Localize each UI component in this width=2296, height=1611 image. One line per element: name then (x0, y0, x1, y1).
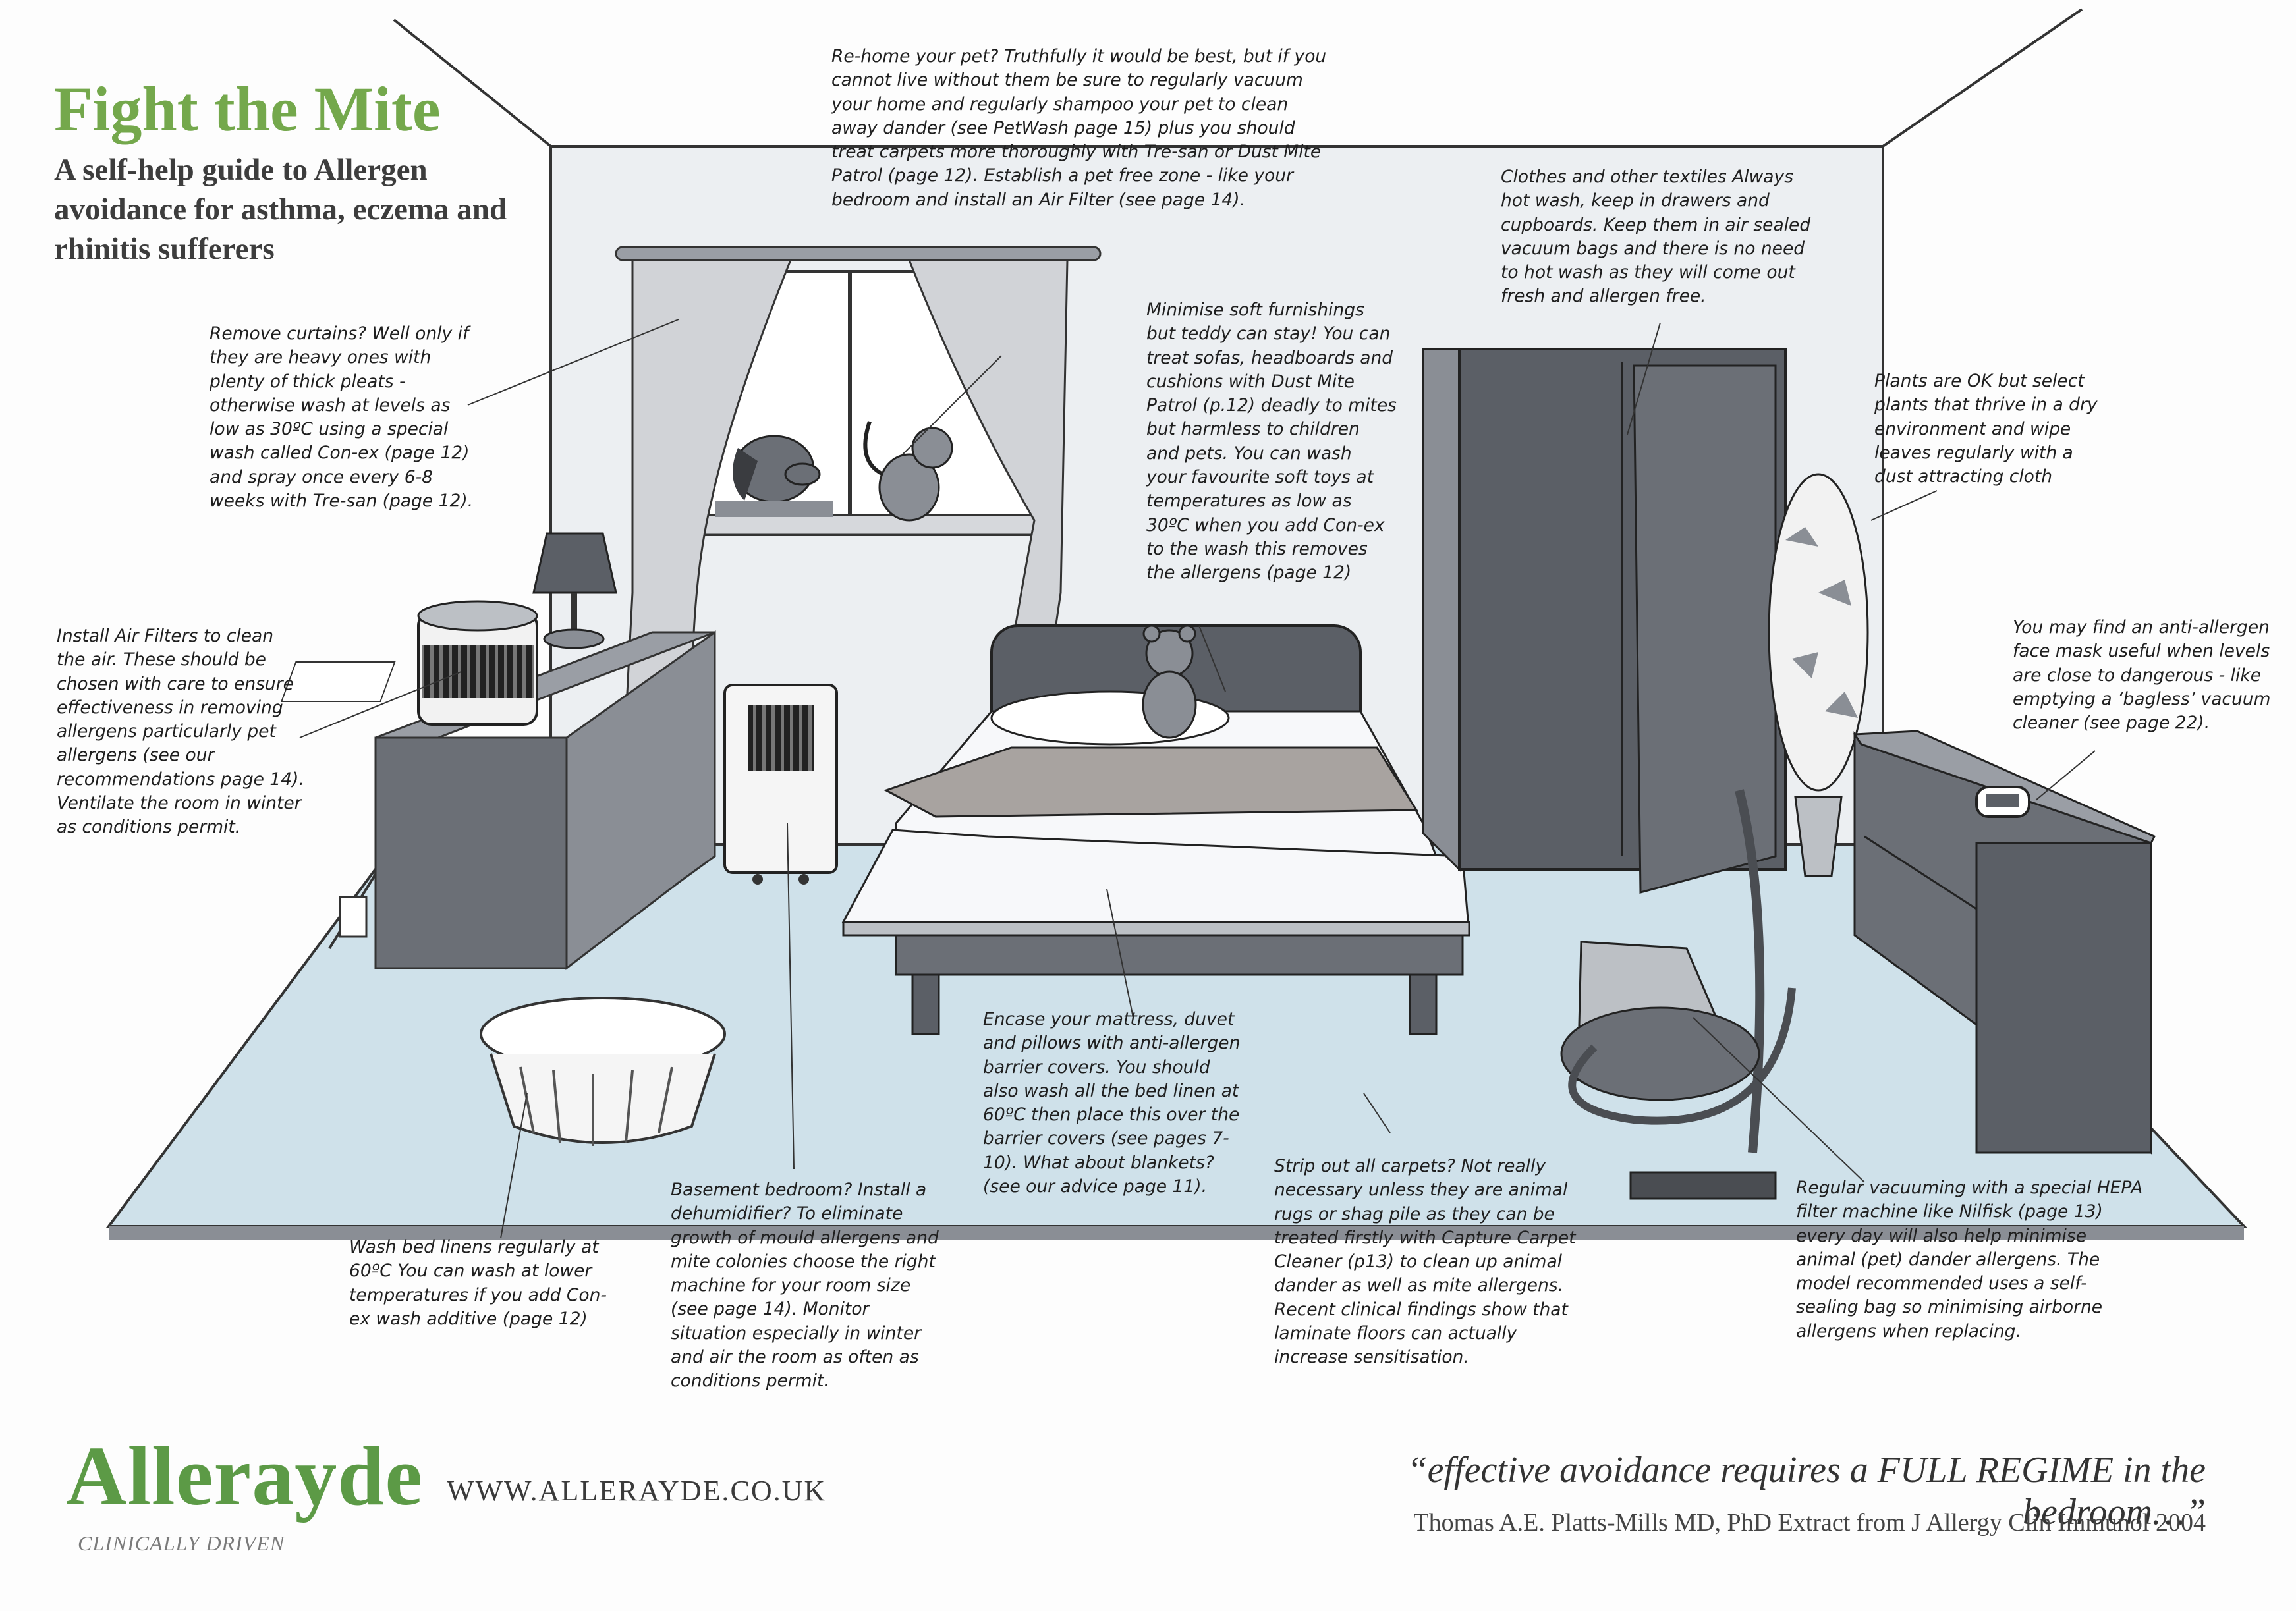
brand-logo: Allerayde (66, 1429, 424, 1523)
wall-socket (339, 896, 368, 938)
note-plants: Plants are OK but select plants that thr… (1874, 371, 2098, 487)
cat (863, 421, 953, 522)
plant (1768, 473, 1869, 877)
website-link[interactable]: WWW.ALLERAYDE.CO.UK (447, 1475, 827, 1507)
quote-citation: Thomas A.E. Platts-Mills MD, PhD Extract… (1413, 1509, 2206, 1537)
desk (281, 630, 716, 971)
note-face-mask: You may find an anti-allergen face mask … (2013, 617, 2271, 734)
note-clothes: Clothes and other textiles Always hot wa… (1501, 167, 1811, 307)
leader-lines (299, 319, 2096, 1239)
note-vacuuming: Regular vacuuming with a special HEPA fi… (1796, 1178, 2143, 1342)
desk-lamp (532, 532, 617, 649)
note-mattress: Encase your mattress, duvet and pillows … (983, 1009, 1241, 1197)
pull-quote: “effective avoidance requires a FULL REG… (1407, 1450, 2206, 1533)
page-subtitle: A self-help guide to Allergen avoidance … (54, 153, 507, 266)
note-air-filters: Install Air Filters to clean the air. Th… (57, 626, 304, 838)
dehumidifier (723, 684, 838, 885)
chest-of-drawers (1853, 730, 2156, 1155)
laundry-basket (480, 997, 726, 1146)
note-soft-furnishings: Minimise soft furnishings but teddy can … (1146, 300, 1397, 584)
note-bed-linens: Wash bed linens regularly at 60ºC You ca… (349, 1237, 607, 1329)
brand-tagline: CLINICALLY DRIVEN (78, 1531, 285, 1555)
bed (841, 624, 1470, 1035)
note-pet: Re-home your pet? Truthfully it would be… (831, 46, 1327, 210)
note-basement: Basement bedroom? Install a dehumidifier… (671, 1180, 939, 1392)
air-purifier (417, 600, 538, 726)
note-curtains: Remove curtains? Well only if they are h… (210, 323, 474, 512)
dog (715, 435, 833, 517)
wardrobe (1422, 348, 1787, 894)
note-carpets: Strip out all carpets? Not really necess… (1274, 1156, 1576, 1368)
page-title: Fight the Mite (54, 74, 441, 144)
vacuum-cleaner (1560, 789, 1796, 1200)
face-mask (1975, 786, 2030, 818)
teddy-bear (1142, 624, 1197, 739)
